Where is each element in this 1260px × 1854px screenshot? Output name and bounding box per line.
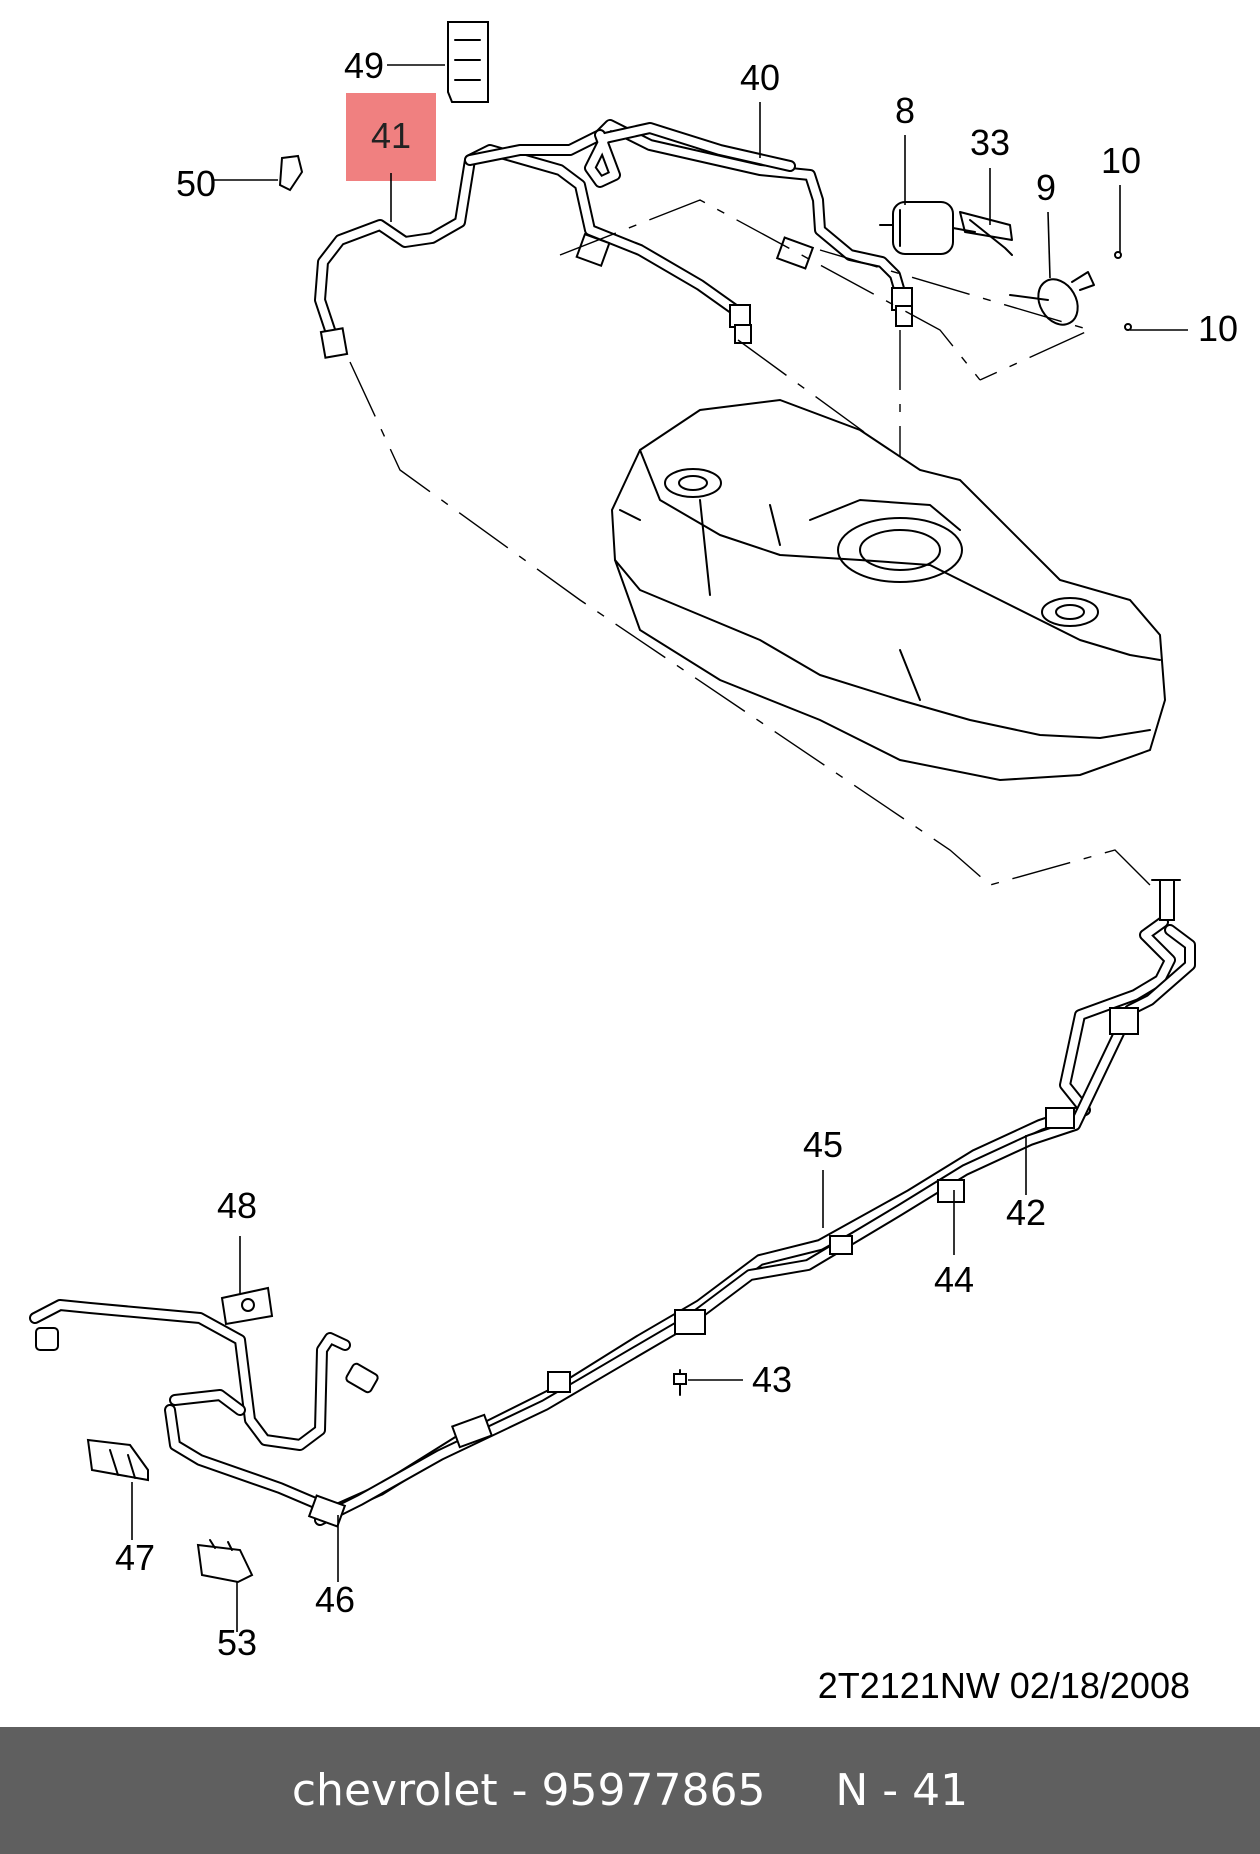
callout-44: 44 — [934, 1259, 974, 1300]
callout-10-top: 10 — [1101, 140, 1141, 181]
callout-46: 46 — [315, 1579, 355, 1620]
fuel-tank — [610, 398, 1167, 782]
footer-part-caption: chevrolet - 95977865 N - 41 — [291, 1765, 969, 1816]
clip-50 — [278, 154, 304, 192]
fuel-line-41 — [314, 144, 752, 359]
callout-50: 50 — [176, 163, 216, 204]
clip-49 — [447, 21, 489, 103]
callout-42: 42 — [1006, 1192, 1046, 1233]
callout-43: 43 — [752, 1359, 792, 1400]
footer-bar: chevrolet - 95977865 N - 41 — [0, 1727, 1260, 1854]
bolt-43 — [673, 1369, 687, 1396]
highlight-box — [346, 93, 436, 181]
clip-47 — [86, 1438, 149, 1482]
callout-10-bottom: 10 — [1198, 308, 1238, 349]
clip-53 — [196, 1539, 254, 1584]
drawing-code: 2T2121NW 02/18/2008 — [818, 1665, 1190, 1706]
callout-49: 49 — [344, 45, 384, 86]
line-clips — [307, 1007, 1139, 1528]
parts-diagram: 41 — [29, 21, 1238, 1706]
fuel-line-42 — [314, 879, 1196, 1526]
callout-40: 40 — [740, 57, 780, 98]
callout-45: 45 — [803, 1124, 843, 1165]
hose-33 — [959, 211, 1013, 256]
fuel-filter — [879, 201, 976, 255]
callout-41: 41 — [371, 115, 411, 156]
construction-lines — [349, 199, 1161, 896]
leader-lines — [131, 64, 1188, 1632]
clip-48 — [220, 1286, 274, 1326]
callout-48: 48 — [217, 1185, 257, 1226]
rear-lines — [29, 1299, 379, 1511]
callout-8: 8 — [895, 90, 915, 131]
clamp-9 — [1009, 251, 1132, 331]
callout-53: 53 — [217, 1622, 257, 1663]
fuel-line-40 — [464, 119, 913, 327]
callout-33: 33 — [970, 122, 1010, 163]
callout-9: 9 — [1036, 167, 1056, 208]
callout-47: 47 — [115, 1537, 155, 1578]
